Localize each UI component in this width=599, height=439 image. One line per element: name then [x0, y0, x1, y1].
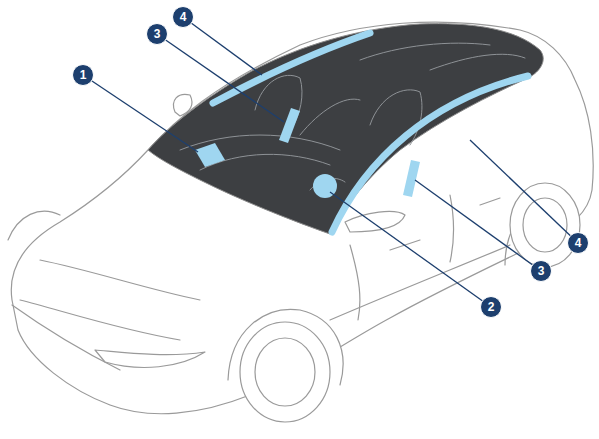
callout-number: 3 — [530, 260, 552, 282]
callout-text: 3 — [154, 28, 161, 40]
callout-text: 4 — [575, 237, 582, 249]
callout-number: 1 — [72, 64, 94, 86]
callout-number: 4 — [567, 232, 589, 254]
callout-text: 2 — [488, 301, 495, 313]
callout-text: 1 — [80, 69, 87, 81]
leader-line — [415, 180, 541, 271]
callout-number: 4 — [172, 6, 194, 28]
callout-text: 4 — [180, 11, 187, 23]
callout-number: 3 — [146, 23, 168, 45]
callout-number: 2 — [480, 296, 502, 318]
leader-line — [83, 75, 198, 152]
leader-line — [157, 34, 284, 122]
leader-line — [330, 192, 491, 307]
leader-line — [183, 17, 262, 75]
callout-text: 3 — [538, 265, 545, 277]
leader-line — [470, 140, 578, 243]
